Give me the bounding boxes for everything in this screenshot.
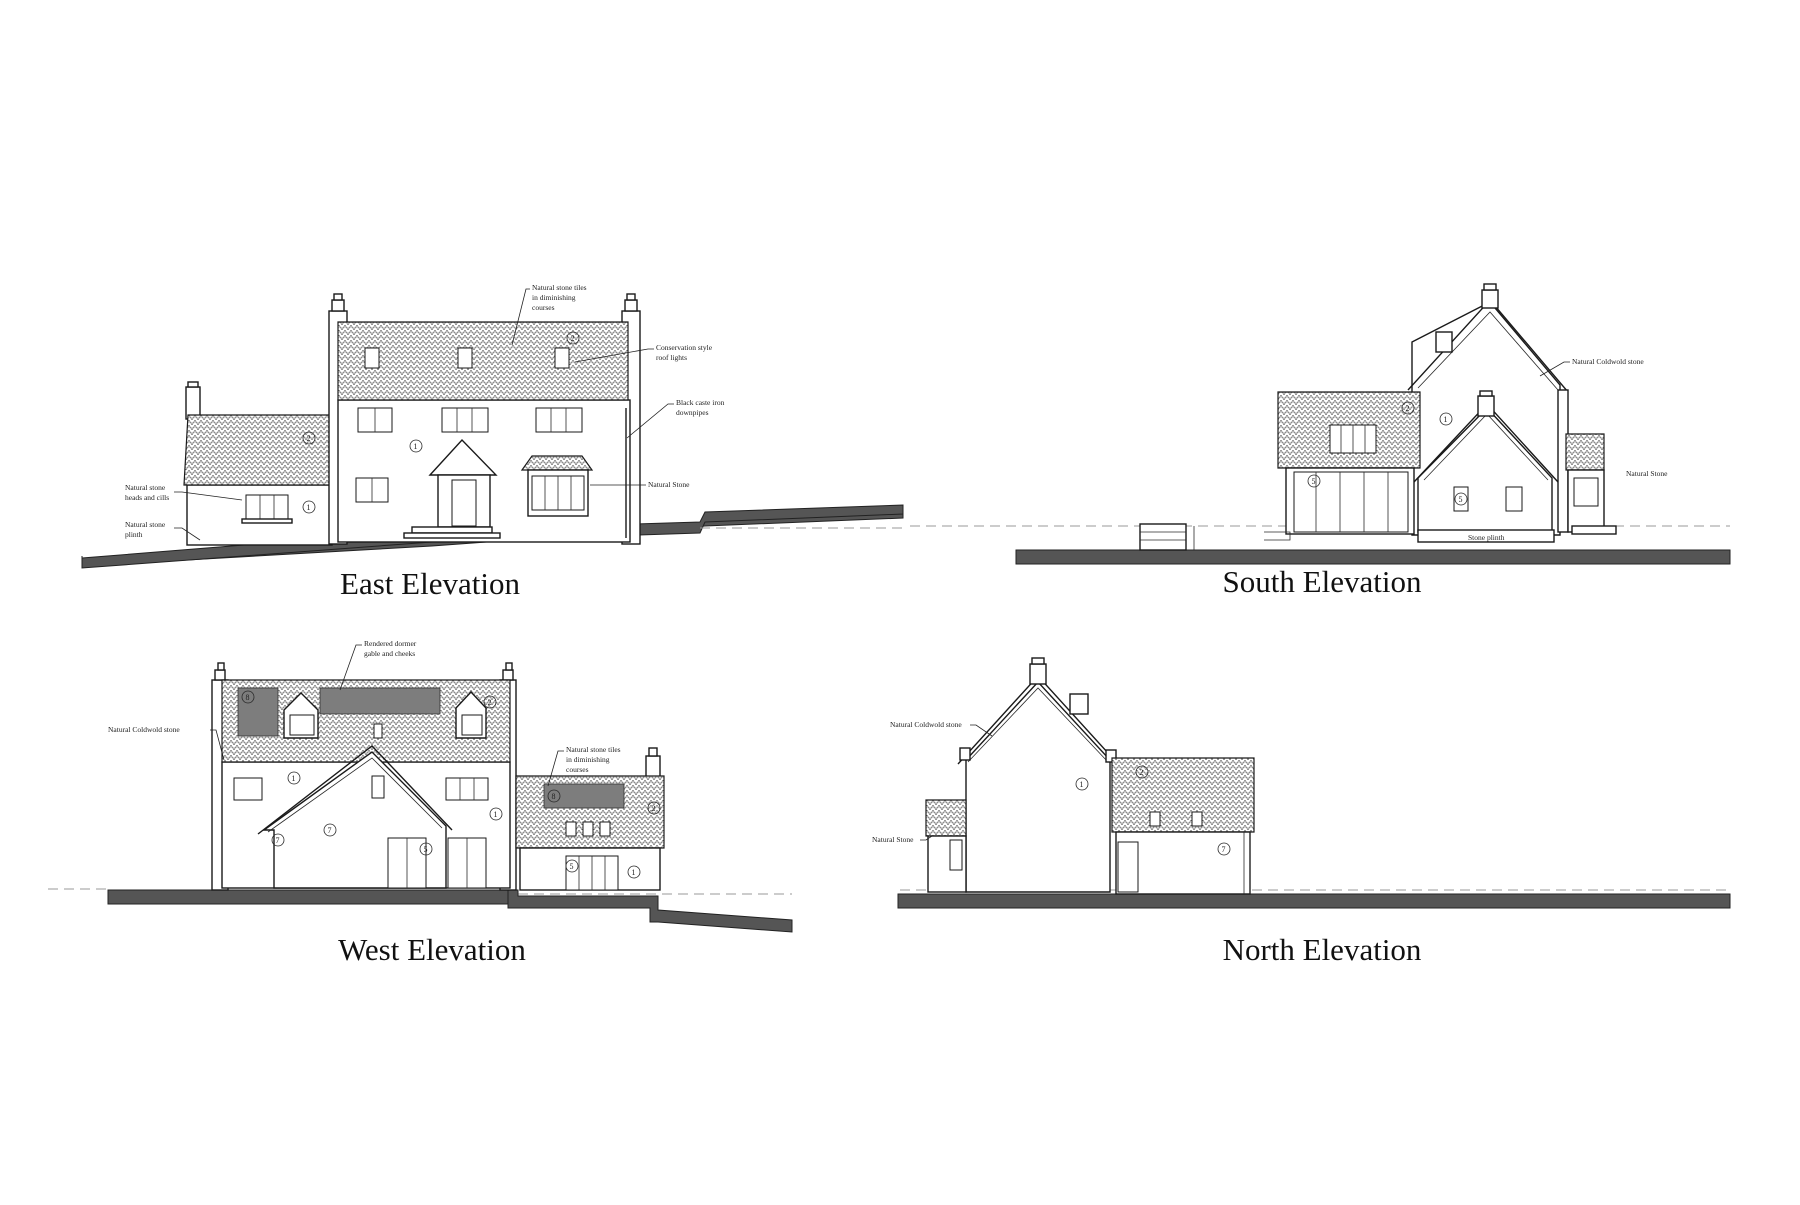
svg-text:1: 1 <box>632 868 636 877</box>
note-coldwold-stone: Natural Coldwold stone <box>108 725 180 734</box>
svg-text:7: 7 <box>1222 845 1226 854</box>
svg-text:2: 2 <box>571 334 575 343</box>
south-window <box>1453 486 1469 512</box>
note-natural-stone: Natural Stone <box>872 835 914 844</box>
north-notes: Natural Coldwold stone Natural Stone <box>872 720 993 844</box>
svg-text:roof lights: roof lights <box>656 353 687 362</box>
west-notes: Rendered dormer gable and cheeks Natural… <box>108 639 621 787</box>
south-window <box>1505 486 1523 512</box>
east-callouts: 2 1 1 2 <box>302 331 580 514</box>
svg-text:courses: courses <box>532 303 555 312</box>
svg-text:8: 8 <box>552 792 556 801</box>
east-window <box>441 407 489 433</box>
svg-text:5: 5 <box>1312 477 1316 486</box>
svg-text:2: 2 <box>488 698 492 707</box>
north-right-wing <box>1111 757 1255 895</box>
south-left-extension <box>1277 391 1421 535</box>
south-elevation-title: South Elevation <box>1223 564 1422 599</box>
svg-text:courses: courses <box>566 765 589 774</box>
svg-text:in diminishing: in diminishing <box>532 293 576 302</box>
east-left-window <box>245 494 289 520</box>
south-callouts: 2 1 5 5 <box>1307 401 1468 506</box>
svg-text:5: 5 <box>570 862 574 871</box>
south-steps <box>1139 523 1291 551</box>
north-door <box>1117 841 1139 893</box>
north-ground <box>897 893 1731 909</box>
svg-text:2: 2 <box>652 804 656 813</box>
south-glazed-doors <box>1293 471 1409 533</box>
east-notes: Natural stone tiles in diminishing cours… <box>125 283 725 541</box>
north-elevation: 2 1 7 Natural Coldwold stone Natural Sto… <box>872 657 1731 967</box>
svg-text:7: 7 <box>328 826 332 835</box>
svg-text:gable and cheeks: gable and cheeks <box>364 649 415 658</box>
south-notes: Natural Coldwold stone Natural Stone Sto… <box>1468 357 1668 542</box>
south-ground <box>1015 549 1731 565</box>
svg-text:2: 2 <box>307 434 311 443</box>
west-solar-panel <box>319 687 441 715</box>
east-window <box>535 407 583 433</box>
east-roof-light <box>364 347 380 369</box>
north-left-wing <box>925 799 967 893</box>
svg-text:7: 7 <box>276 836 280 845</box>
svg-text:1: 1 <box>414 442 418 451</box>
west-window <box>445 777 489 801</box>
svg-text:1: 1 <box>307 503 311 512</box>
svg-text:1: 1 <box>292 774 296 783</box>
east-left-wing <box>183 381 336 546</box>
svg-text:plinth: plinth <box>125 530 143 539</box>
west-solar-panel <box>543 783 625 809</box>
svg-text:2: 2 <box>1406 404 1410 413</box>
svg-text:heads and cills: heads and cills <box>125 493 169 502</box>
note-roof-tiles: Natural stone tiles <box>566 745 621 754</box>
note-plinth: Natural stone <box>125 520 166 529</box>
note-roof-tiles: Natural stone tiles <box>532 283 587 292</box>
west-elevation: 8 2 1 1 7 7 5 8 2 5 1 Rendered dormer ga… <box>48 639 793 967</box>
svg-text:1: 1 <box>1080 780 1084 789</box>
note-roof-lights: Conservation style <box>656 343 713 352</box>
south-right-wing <box>1565 433 1617 535</box>
svg-text:8: 8 <box>246 693 250 702</box>
south-elevation: 2 1 5 5 Natural Coldwold stone Natural S… <box>910 283 1731 599</box>
svg-text:in diminishing: in diminishing <box>566 755 610 764</box>
east-roof-light <box>554 347 570 369</box>
svg-text:1: 1 <box>494 810 498 819</box>
note-natural-stone: Natural Stone <box>648 480 690 489</box>
note-coldwold-stone: Natural Coldwold stone <box>890 720 962 729</box>
west-callouts: 8 2 1 1 7 7 5 8 2 5 1 <box>241 690 661 879</box>
west-solar-panel <box>237 687 279 737</box>
east-front-door <box>451 479 477 527</box>
east-elevation: 2 1 1 2 Natural stone tiles in diminishi… <box>81 283 904 601</box>
svg-text:1: 1 <box>1444 415 1448 424</box>
east-elevation-title: East Elevation <box>340 566 520 601</box>
note-natural-stone: Natural Stone <box>1626 469 1668 478</box>
north-elevation-title: North Elevation <box>1223 932 1422 967</box>
note-rendered-dormer: Rendered dormer <box>364 639 417 648</box>
west-ground <box>107 889 509 905</box>
svg-text:2: 2 <box>1140 768 1144 777</box>
north-main-gable <box>957 657 1119 893</box>
north-window <box>949 839 963 871</box>
note-coldwold-stone: Natural Coldwold stone <box>1572 357 1644 366</box>
west-main-block <box>211 662 517 891</box>
east-roof-light <box>457 347 473 369</box>
south-window <box>1573 477 1599 507</box>
note-heads-cills: Natural stone <box>125 483 166 492</box>
note-downpipes: Black caste iron <box>676 398 725 407</box>
west-window <box>233 777 263 801</box>
east-main-house <box>328 293 641 545</box>
west-right-wing <box>515 747 665 891</box>
west-elevation-title: West Elevation <box>338 932 526 967</box>
svg-text:5: 5 <box>1459 495 1463 504</box>
svg-text:downpipes: downpipes <box>676 408 709 417</box>
north-callouts: 2 1 7 <box>1075 765 1231 856</box>
south-front-gable <box>1413 390 1559 543</box>
svg-text:5: 5 <box>424 845 428 854</box>
note-stone-plinth: Stone plinth <box>1468 533 1505 542</box>
